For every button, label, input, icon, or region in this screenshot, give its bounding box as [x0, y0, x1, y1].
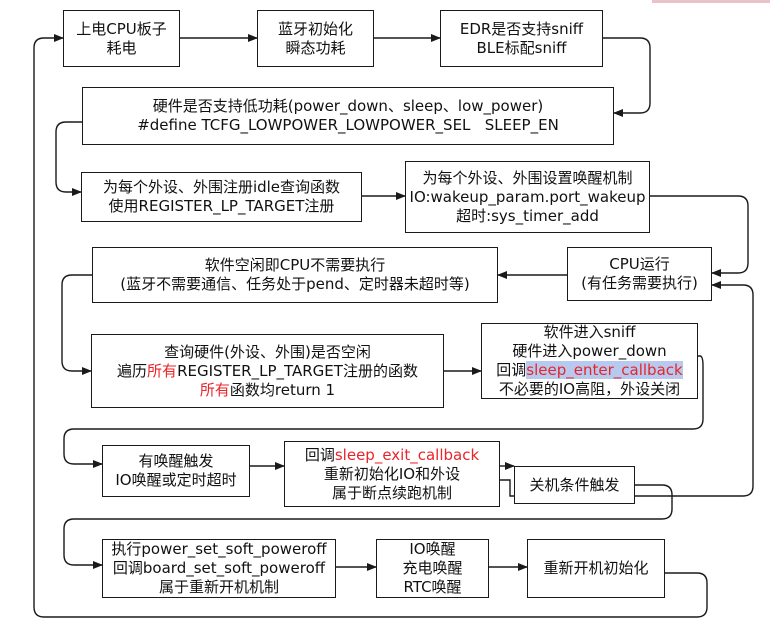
- node-text: 遍历: [117, 361, 148, 380]
- node-cpu-running: CPU运行 (有任务需要执行): [567, 247, 712, 301]
- node-text: 上电CPU板子: [76, 19, 167, 38]
- arrow-b16-b1: [33, 34, 708, 618]
- node-query-hw-idle: 查询硬件(外设、外围)是否空闲 遍历所有REGISTER_LP_TARGET注册…: [91, 334, 444, 408]
- node-text-line: 遍历所有REGISTER_LP_TARGET注册的函数: [117, 362, 418, 381]
- node-wakeup-sources: IO唤醒 充电唤醒 RTC唤醒: [376, 539, 489, 598]
- node-text: RTC唤醒: [403, 578, 462, 596]
- top-edge-strip: [652, 0, 770, 3]
- node-text: 重新初始化IO和外设: [323, 464, 461, 483]
- node-text: 使用REGISTER_LP_TARGET注册: [108, 197, 335, 215]
- arrow-b12-b7: [500, 281, 754, 497]
- node-text: 关机条件触发: [529, 475, 620, 494]
- node-power-on-cpu: 上电CPU板子 耗电: [63, 10, 180, 67]
- arrow-b6-b7: [650, 195, 749, 277]
- node-software-idle: 软件空闲即CPU不需要执行 (蓝牙不需要通信、任务处于pend、定时器未超时等): [92, 247, 498, 303]
- node-text: IO唤醒或定时超时: [115, 471, 237, 489]
- node-text: REGISTER_LP_TARGET注册的函数: [177, 361, 418, 380]
- node-text: 重新开机初始化: [543, 559, 649, 577]
- node-text: EDR是否支持sniff: [459, 19, 584, 38]
- node-text: 不必要的IO高阻，外设关闭: [498, 380, 681, 398]
- node-text: 蓝牙初始化: [277, 19, 353, 38]
- node-text: IO唤醒: [409, 540, 456, 558]
- node-text: 为每个外设、外围注册idle查询函数: [102, 178, 341, 196]
- node-text: 软件空闲即CPU不需要执行: [204, 256, 386, 274]
- node-text: 充电唤醒: [402, 559, 463, 577]
- node-text: 执行power_set_soft_poweroff: [111, 540, 327, 558]
- node-text: 查询硬件(外设、外围)是否空闲: [164, 342, 371, 361]
- highlight-text: 所有: [147, 361, 178, 380]
- node-shutdown-trigger: 关机条件触发: [514, 466, 635, 504]
- node-text: 硬件进入power_down: [512, 342, 667, 360]
- node-text: #define TCFG_LOWPOWER_LOWPOWER_SEL SLEEP…: [137, 116, 559, 134]
- node-text: 函数均return 1: [229, 380, 336, 399]
- highlight-text: 所有: [199, 380, 230, 399]
- node-text: 属于重新开机机制: [158, 578, 279, 596]
- node-exit-callback: 回调sleep_exit_callback 重新初始化IO和外设 属于断点续跑机…: [284, 441, 500, 507]
- arrow-b8-b9: [61, 274, 92, 375]
- node-text: CPU运行: [609, 255, 670, 273]
- node-hw-lowpower: 硬件是否支持低功耗(power_down、sleep、low_power) #d…: [82, 87, 614, 145]
- node-text: 瞬态功耗: [285, 38, 346, 57]
- node-bt-init: 蓝牙初始化 瞬态功耗: [257, 10, 374, 67]
- node-text: IO:wakeup_param.port_wakeup: [409, 187, 646, 206]
- arrow-b4-b5: [55, 121, 82, 196]
- highlight-text: sleep_enter_callback: [526, 361, 683, 379]
- node-enter-sniff: 软件进入sniff 硬件进入power_down 回调sleep_enter_c…: [481, 323, 698, 399]
- node-wakeup-trigger: 有唤醒触发 IO唤醒或定时超时: [102, 445, 250, 497]
- node-text: 耗电: [106, 38, 137, 57]
- node-text: 为每个外设、外围设置唤醒机制: [422, 168, 633, 187]
- node-reboot-init: 重新开机初始化: [527, 539, 665, 598]
- node-text: 回调board_set_soft_poweroff: [112, 559, 326, 577]
- node-register-idle: 为每个外设、外围注册idle查询函数 使用REGISTER_LP_TARGET注…: [81, 172, 362, 222]
- node-text: BLE标配sniff: [476, 38, 567, 57]
- node-text: 回调: [496, 361, 527, 379]
- node-text: (蓝牙不需要通信、任务处于pend、定时器未超时等): [120, 275, 470, 293]
- node-text: 超时:sys_timer_add: [456, 206, 599, 225]
- highlight-text: sleep_exit_callback: [334, 445, 480, 464]
- node-text: 属于断点续跑机制: [331, 483, 452, 502]
- arrow-b13-b14: [63, 484, 673, 569]
- node-wakeup-setup: 为每个外设、外围设置唤醒机制 IO:wakeup_param.port_wake…: [405, 161, 650, 233]
- node-text-line: 回调sleep_exit_callback: [305, 446, 479, 465]
- arrow-b10-b11: [63, 355, 704, 468]
- node-text: 硬件是否支持低功耗(power_down、sleep、low_power): [152, 97, 544, 115]
- node-text: 有唤醒触发: [138, 452, 214, 470]
- arrow-b3-b4: [603, 37, 651, 117]
- node-soft-poweroff: 执行power_set_soft_poweroff 回调board_set_so…: [102, 539, 336, 598]
- node-text-line: 回调sleep_enter_callback: [496, 361, 683, 380]
- node-text: 回调: [304, 445, 335, 464]
- node-text: (有任务需要执行): [581, 274, 698, 292]
- node-text-line: 所有函数均return 1: [200, 381, 335, 400]
- node-edr-sniff: EDR是否支持sniff BLE标配sniff: [440, 10, 603, 67]
- node-text: 软件进入sniff: [543, 323, 636, 341]
